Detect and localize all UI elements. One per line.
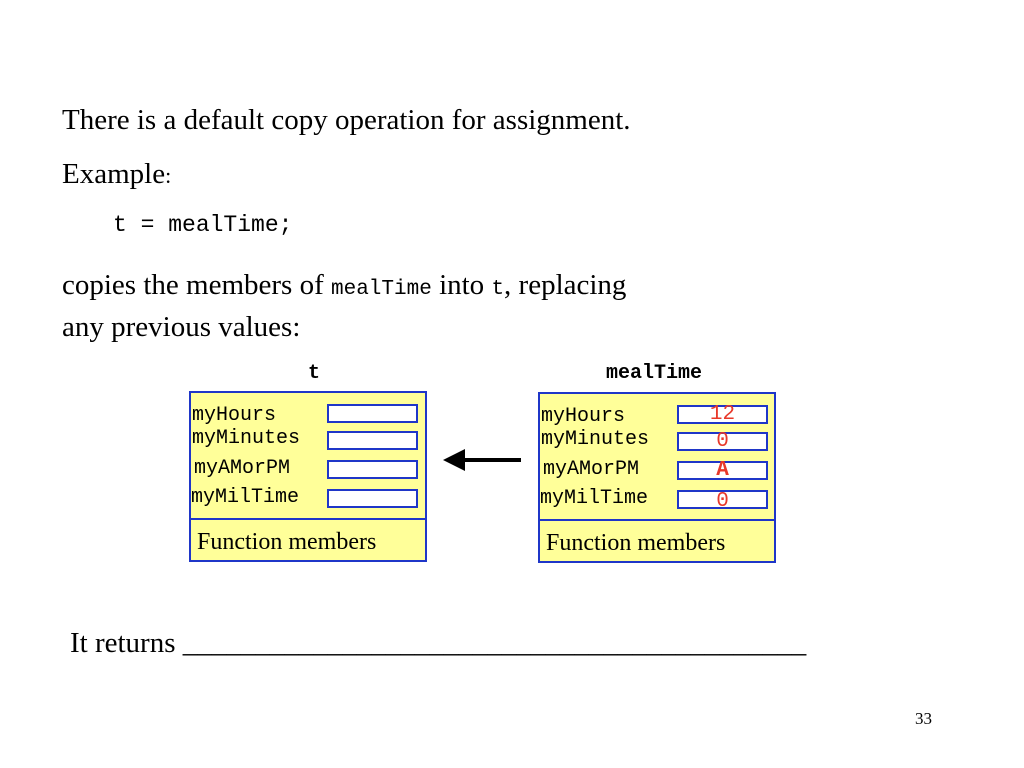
function-members-label: Function members <box>546 530 726 556</box>
left-arrow-icon <box>443 449 521 471</box>
field-box-myamorpm <box>677 461 768 480</box>
box-divider <box>540 519 774 521</box>
example-colon: : <box>165 163 172 188</box>
code-example: t = mealTime; <box>113 212 293 238</box>
copies-text-2: into <box>431 269 492 301</box>
copies-text-1: copies the members of <box>62 269 331 301</box>
field-label-mymiltime: myMilTime <box>540 487 649 510</box>
example-heading: Example: <box>62 157 171 193</box>
copies-code-mealtime: mealTime <box>330 278 432 301</box>
function-members-label: Function members <box>197 529 377 555</box>
field-box-myhours <box>327 404 418 423</box>
field-box-myamorpm <box>327 460 418 479</box>
field-value-myminutes: 0 <box>716 430 729 453</box>
copies-sentence-continued: any previous values: <box>62 311 301 343</box>
field-box-myminutes <box>677 432 768 451</box>
field-label-mymiltime: myMilTime <box>191 486 300 509</box>
field-label-myhours: myHours <box>541 405 626 428</box>
copies-text-3: , replacing <box>504 269 627 301</box>
field-label-myamorpm: myAMorPM <box>543 458 640 481</box>
object-box-mealtime: myHours 12 myMinutes 0 myAMorPM A myMilT… <box>538 392 776 563</box>
field-label-myamorpm: myAMorPM <box>194 457 291 480</box>
field-value-mymiltime: 0 <box>716 490 729 513</box>
field-value-myhours: 12 <box>709 403 736 426</box>
copies-code-t: t <box>491 278 505 301</box>
copies-sentence: copies the members of mealTime into t, r… <box>62 268 626 307</box>
returns-blank: ________________________________________… <box>182 627 807 659</box>
box-divider <box>191 518 425 520</box>
field-box-myhours <box>677 405 768 424</box>
field-box-mymiltime <box>327 489 418 508</box>
object-name-t: t <box>308 362 321 385</box>
field-label-myhours: myHours <box>192 404 277 427</box>
example-label: Example <box>62 158 166 190</box>
field-value-myamorpm: A <box>716 459 729 482</box>
intro-sentence: There is a default copy operation for as… <box>62 104 631 136</box>
field-box-mymiltime <box>677 490 768 509</box>
page-number: 33 <box>915 709 932 728</box>
field-label-myminutes: myMinutes <box>541 428 650 451</box>
field-label-myminutes: myMinutes <box>192 427 301 450</box>
object-box-t: myHours myMinutes myAMorPM myMilTime Fun… <box>189 391 427 562</box>
field-box-myminutes <box>327 431 418 450</box>
object-name-mealtime: mealTime <box>606 362 703 385</box>
returns-sentence: It returns _____________________________… <box>70 626 806 660</box>
returns-text: It returns <box>70 627 183 659</box>
